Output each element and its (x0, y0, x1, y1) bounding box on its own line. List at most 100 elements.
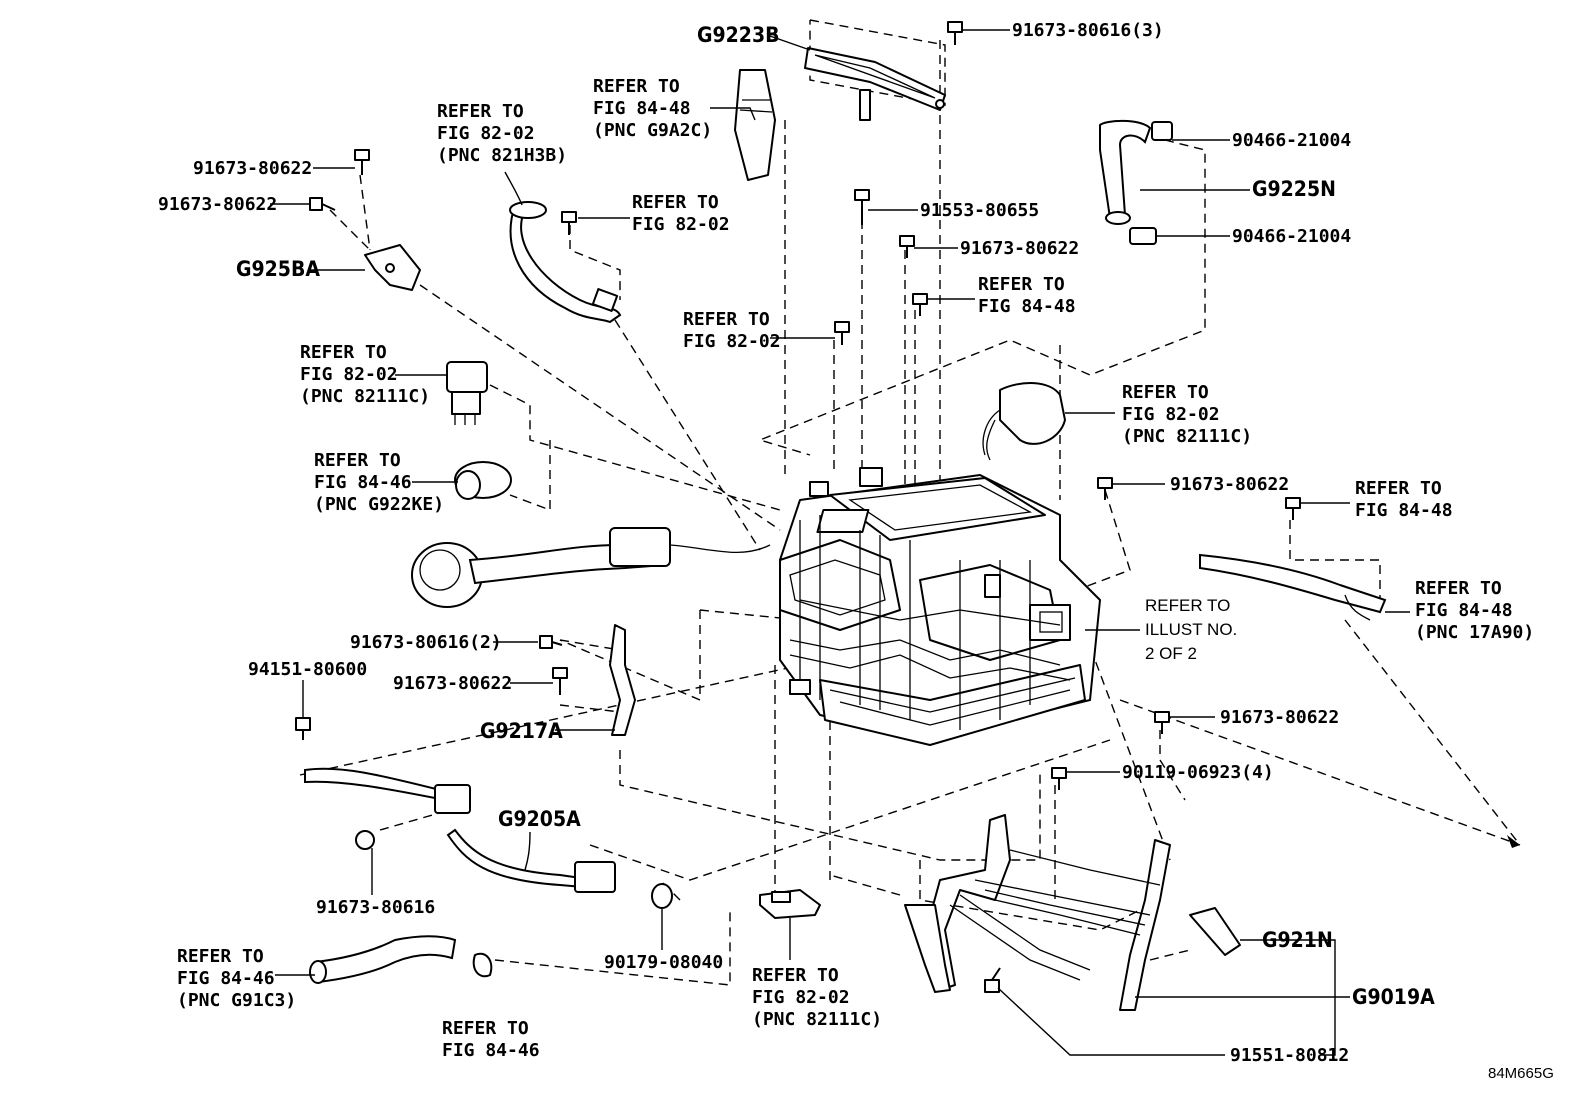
label-refer-g9a2c-2: FIG 84-48 (593, 98, 691, 119)
label-91551-80812: 91551-80812 (1230, 1045, 1349, 1066)
label-g921n: G921N (1262, 928, 1333, 952)
label-refer-82111c-a-1: REFER TO (300, 342, 387, 363)
bolt-91673-80616-icon (355, 830, 375, 850)
bracket-g9217a (609, 624, 636, 736)
bolt-91673-80622-b-icon (309, 197, 336, 211)
label-refer-illust-2: ILLUST NO. (1145, 620, 1237, 639)
nut-90179-08040-icon (651, 883, 673, 909)
label-91673-80622-c: 91673-80622 (960, 238, 1079, 259)
bolt-91551-80812-icon (984, 967, 1001, 993)
label-91673-80622-a: 91673-80622 (193, 158, 312, 179)
bolt-91673-80616-3-icon (947, 21, 963, 45)
cable-17a90 (1199, 553, 1387, 621)
label-g9225n: G9225N (1252, 177, 1336, 201)
bolt-icons (295, 21, 1301, 993)
bracket-g921n (1189, 907, 1241, 956)
label-g925ba: G925BA (236, 257, 320, 281)
label-refer-g922ke-2: FIG 84-46 (314, 472, 412, 493)
label-g9217a: G9217A (480, 719, 563, 743)
label-refer-g91c3-1: REFER TO (177, 946, 264, 967)
label-refer-82111c-b-2: FIG 82-02 (1122, 404, 1220, 425)
label-refer-g922ke-3: (PNC G922KE) (314, 494, 444, 515)
label-91673-80622-d: 91673-80622 (1170, 474, 1289, 495)
bracket-g925ba (364, 244, 421, 291)
bolt-94151-80600-icon (295, 717, 311, 740)
label-refer-17a90-1: REFER TO (1415, 578, 1502, 599)
label-90466-21004-a: 90466-21004 (1232, 130, 1351, 151)
bolt-91673-80622-e-icon (552, 667, 568, 695)
bolt-91673-80622-f-icon (1154, 711, 1170, 734)
label-refer-82111c-b-3: (PNC 82111C) (1122, 426, 1252, 447)
label-g9223b: G9223B (697, 23, 779, 47)
label-refer-82111c-c-2: FIG 82-02 (752, 987, 850, 1008)
label-refer-17a90-3: (PNC 17A90) (1415, 622, 1534, 643)
label-refer-821h3b-1: REFER TO (437, 101, 524, 122)
label-91553-80655: 91553-80655 (920, 200, 1039, 221)
label-refer-illust-3: 2 OF 2 (1145, 644, 1197, 663)
bolt-84-48-b-icon (1285, 497, 1301, 520)
label-refer-82-02-a-2: FIG 82-02 (632, 214, 730, 235)
connector-82111c-right (982, 382, 1066, 461)
bolt-82-02-a-icon (561, 211, 577, 235)
bolt-82-02-b-icon (834, 321, 850, 345)
label-91673-80616-2: 91673-80616(2) (350, 632, 502, 653)
label-90179-08040: 90179-08040 (604, 952, 723, 973)
label-refer-g91c3-3: (PNC G91C3) (177, 990, 296, 1011)
label-refer-illust-1: REFER TO (1145, 596, 1230, 615)
label-refer-84-48-a-1: REFER TO (978, 274, 1065, 295)
leader-lines (270, 29, 1410, 1056)
connector-g9a2c (734, 69, 776, 181)
label-refer-84-46-b-2: FIG 84-46 (442, 1040, 540, 1061)
cable-left (411, 527, 771, 608)
label-90466-21004-b: 90466-21004 (1232, 226, 1351, 247)
bolt-91673-80622-a-icon (354, 149, 370, 175)
clamp-84-46-icon (472, 952, 493, 978)
harness-g9205a (304, 767, 616, 893)
label-refer-84-48-b-1: REFER TO (1355, 478, 1442, 499)
label-91673-80616: 91673-80616 (316, 897, 435, 918)
label-refer-82-02-a-1: REFER TO (632, 192, 719, 213)
label-refer-82-02-b-2: FIG 82-02 (683, 331, 781, 352)
label-refer-821h3b-3: (PNC 821H3B) (437, 145, 567, 166)
inverter-assembly (779, 467, 1101, 746)
label-90119-06923-4: 90119-06923(4) (1122, 762, 1274, 783)
label-refer-82-02-b-1: REFER TO (683, 309, 770, 330)
bolt-91553-80655-icon (854, 189, 870, 225)
label-refer-g9a2c-1: REFER TO (593, 76, 680, 97)
bracket-g9223b (804, 47, 946, 121)
bolt-91673-80616-2-icon (539, 635, 563, 649)
label-refer-82111c-c-3: (PNC 82111C) (752, 1009, 882, 1030)
label-91673-80622-b: 91673-80622 (158, 194, 277, 215)
label-refer-84-48-a-2: FIG 84-48 (978, 296, 1076, 317)
bracket-g9019a (904, 814, 1171, 1011)
hose-upper-left (509, 201, 622, 324)
bolt-91673-80622-d-icon (1097, 477, 1113, 500)
label-refer-84-46-b-1: REFER TO (442, 1018, 529, 1039)
label-g9205a: G9205A (498, 807, 581, 831)
label-94151-80600: 94151-80600 (248, 659, 367, 680)
label-91673-80622-e: 91673-80622 (393, 673, 512, 694)
label-refer-g91c3-2: FIG 84-46 (177, 968, 275, 989)
connector-82111c-left (446, 361, 488, 425)
label-refer-82111c-c-1: REFER TO (752, 965, 839, 986)
part-labels: G9223B 91673-80616(3) REFER TO FIG 84-48… (158, 20, 1554, 1082)
label-refer-g9a2c-3: (PNC G9A2C) (593, 120, 712, 141)
label-refer-821h3b-2: FIG 82-02 (437, 123, 535, 144)
bolt-91673-80622-c-icon (899, 235, 915, 258)
label-91673-80616-3: 91673-80616(3) (1012, 20, 1164, 41)
label-refer-82111c-a-2: FIG 82-02 (300, 364, 398, 385)
label-refer-82111c-a-3: (PNC 82111C) (300, 386, 430, 407)
bolt-90119-06923-4-icon (1051, 767, 1067, 790)
label-refer-84-48-b-2: FIG 84-48 (1355, 500, 1453, 521)
label-refer-17a90-2: FIG 84-48 (1415, 600, 1513, 621)
connector-82111c-lower (759, 889, 821, 919)
label-refer-g922ke-1: REFER TO (314, 450, 401, 471)
label-91673-80622-f: 91673-80622 (1220, 707, 1339, 728)
label-g9019a: G9019A (1352, 985, 1435, 1009)
hose-g9225n (1099, 119, 1173, 245)
hose-g91c3 (309, 935, 457, 984)
label-refer-82111c-b-1: REFER TO (1122, 382, 1209, 403)
grommet-g922ke (454, 461, 512, 500)
figure-code: 84M665G (1488, 1065, 1554, 1082)
